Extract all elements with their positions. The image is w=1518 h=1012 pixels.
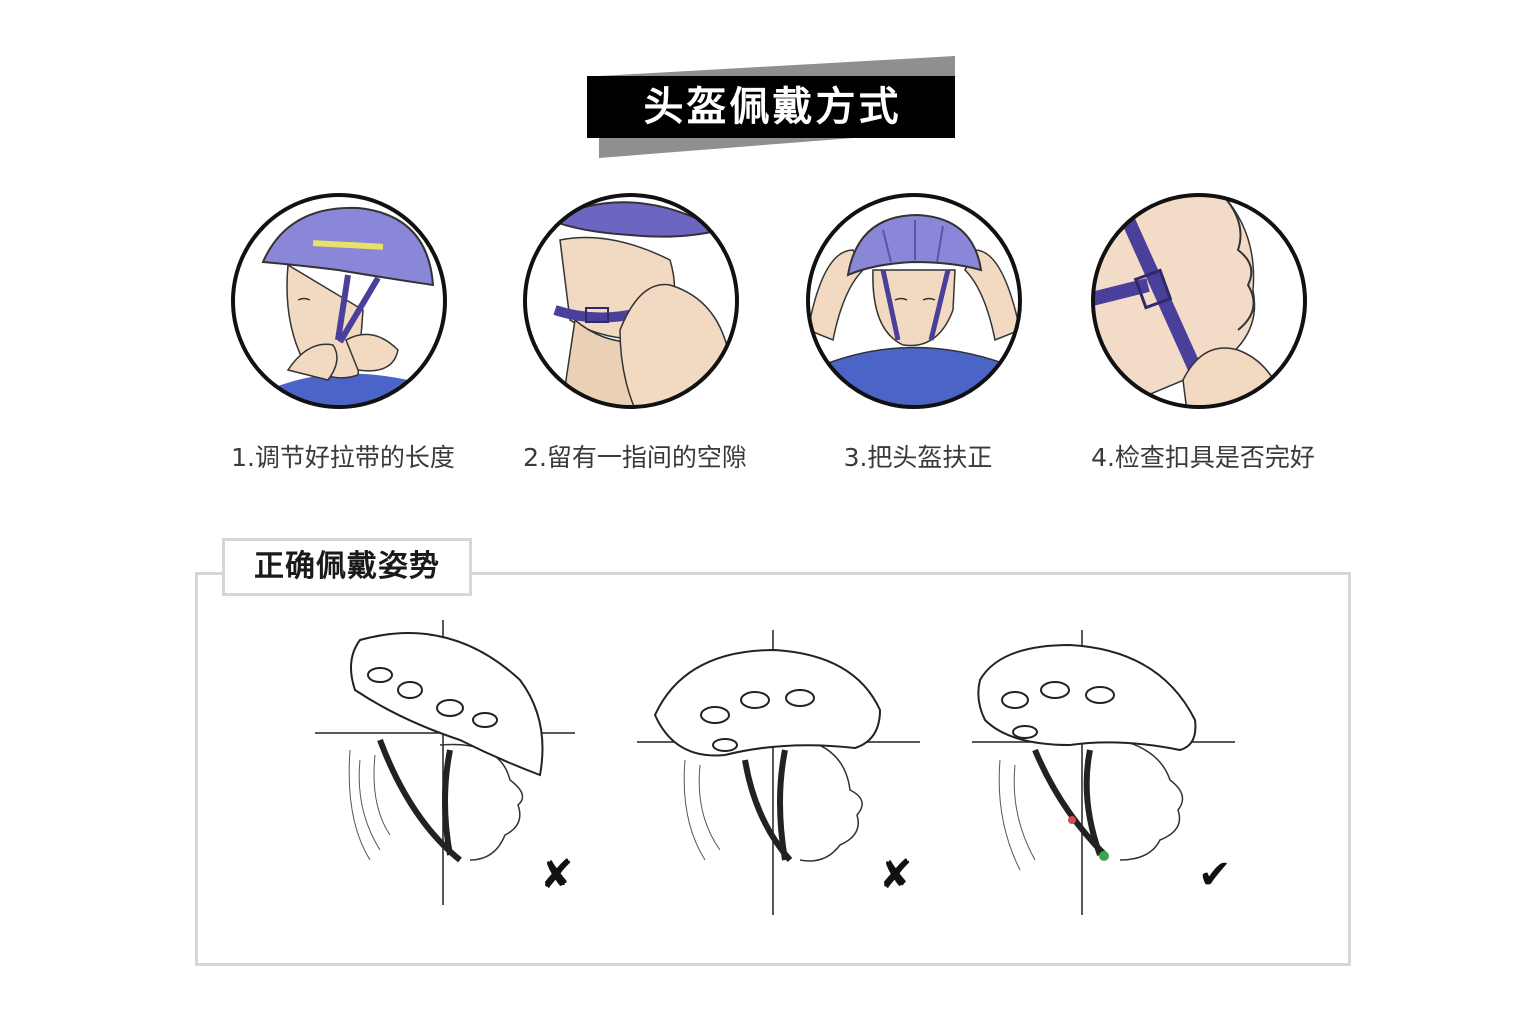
- step-4-label: 4.检查扣具是否完好: [1091, 443, 1315, 472]
- posture-heading: 正确佩戴姿势: [254, 549, 440, 584]
- helmet-tilted-back-icon: [315, 620, 575, 905]
- step-1-label: 1.调节好拉带的长度: [231, 443, 455, 472]
- wrong-mark-icon: ✘: [540, 852, 574, 898]
- step-2-label: 2.留有一指间的空隙: [523, 443, 747, 472]
- buckle-check-icon: [1091, 193, 1307, 409]
- page-title: 头盔佩戴方式: [643, 84, 902, 130]
- posture-item-3: ✔: [960, 620, 1260, 920]
- step-4: 4.检查扣具是否完好: [1088, 190, 1318, 480]
- helmet-correct-icon: [972, 630, 1235, 915]
- step-3-label: 3.把头盔扶正: [843, 443, 993, 472]
- helmet-strap-adjust-icon: [231, 193, 447, 409]
- posture-frame: [195, 572, 1351, 966]
- wrong-mark-icon: ✘: [879, 852, 913, 898]
- posture-item-1: ✘: [300, 620, 600, 920]
- step-2: 2.留有一指间的空隙: [520, 190, 750, 480]
- finger-gap-check-icon: [523, 193, 739, 409]
- correct-mark-icon: ✔: [1198, 852, 1232, 898]
- posture-item-2: ✘: [625, 620, 925, 920]
- posture-heading-tab: 正确佩戴姿势: [222, 538, 472, 596]
- title-banner-shape: [587, 56, 955, 158]
- helmet-straighten-icon: [806, 193, 1022, 409]
- helmet-too-low-icon: [637, 630, 920, 915]
- title-banner: 头盔佩戴方式: [585, 52, 965, 164]
- step-3: 3.把头盔扶正: [803, 190, 1033, 480]
- step-1: 1.调节好拉带的长度: [228, 190, 458, 480]
